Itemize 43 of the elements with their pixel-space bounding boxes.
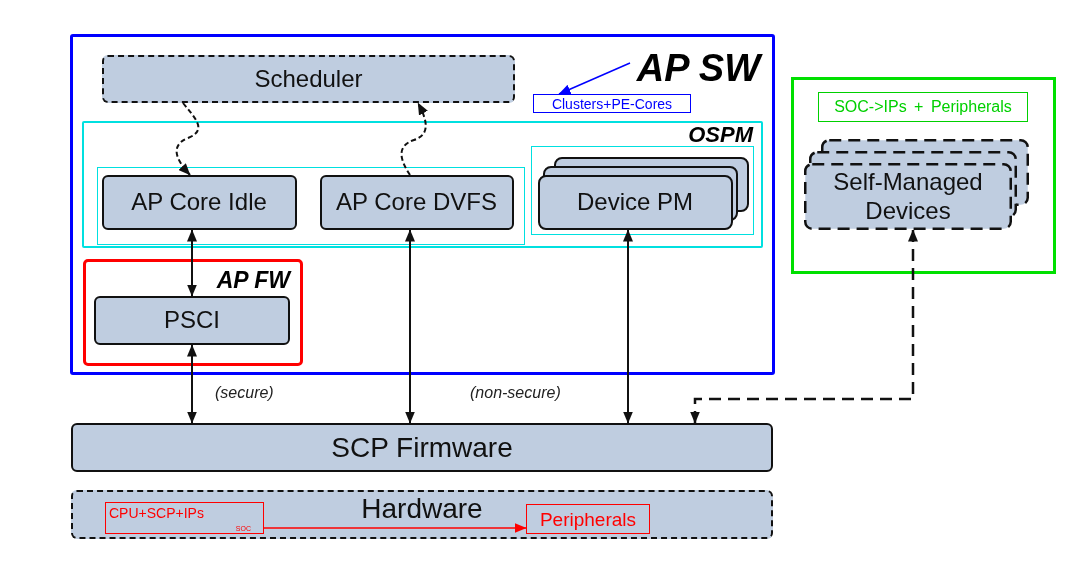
- process-box: [94, 296, 290, 345]
- group-frame: [83, 259, 303, 366]
- stacked-process-box: [804, 139, 1029, 230]
- process-box: [71, 423, 773, 472]
- dashed-arrow: [175, 102, 200, 176]
- arrow: [405, 229, 415, 424]
- group-frame: [531, 146, 754, 235]
- process-box: [101, 174, 297, 230]
- label-frame: [533, 94, 691, 113]
- dashed-arrow: [400, 102, 428, 176]
- group-title: OSPM: [688, 124, 753, 146]
- process-box: [319, 174, 514, 230]
- stacked-process-box: [537, 156, 749, 230]
- box-label: Self-Managed Devices: [832, 167, 984, 226]
- group-frame: [791, 77, 1056, 274]
- box-label: AP Core DVFS: [336, 187, 497, 217]
- group-frame: [70, 34, 775, 375]
- tag-text: SOC->IPs + Peripherals: [834, 99, 1012, 115]
- label-frame: [105, 502, 264, 534]
- arrow: [623, 229, 633, 424]
- annotation-text: (non-secure): [470, 384, 561, 402]
- annotation-text: (secure): [215, 384, 274, 402]
- tag-text: Clusters+PE-Cores: [551, 96, 673, 111]
- box-label: Hardware: [361, 495, 483, 523]
- label-frame: [526, 504, 650, 534]
- arrow: [187, 344, 197, 424]
- tag-text: Peripherals: [539, 509, 637, 529]
- box-label: SCP Firmware: [331, 430, 513, 465]
- box-label: PSCI: [164, 306, 220, 335]
- arrow: [187, 229, 197, 297]
- box-label: AP Core Idle: [131, 187, 267, 217]
- group-frame: [97, 167, 525, 245]
- process-box: [71, 490, 773, 539]
- dashed-arrow: [690, 229, 918, 424]
- group-title: AP FW: [216, 269, 290, 292]
- box-label: Scheduler: [254, 64, 363, 94]
- tag-text: CPU+SCP+IPs: [109, 506, 204, 520]
- label-frame: [818, 92, 1028, 122]
- process-box: [102, 55, 515, 103]
- arrow: [558, 62, 631, 95]
- group-frame: [82, 121, 763, 248]
- box-label: Device PM: [577, 187, 693, 217]
- arrow: [263, 523, 527, 533]
